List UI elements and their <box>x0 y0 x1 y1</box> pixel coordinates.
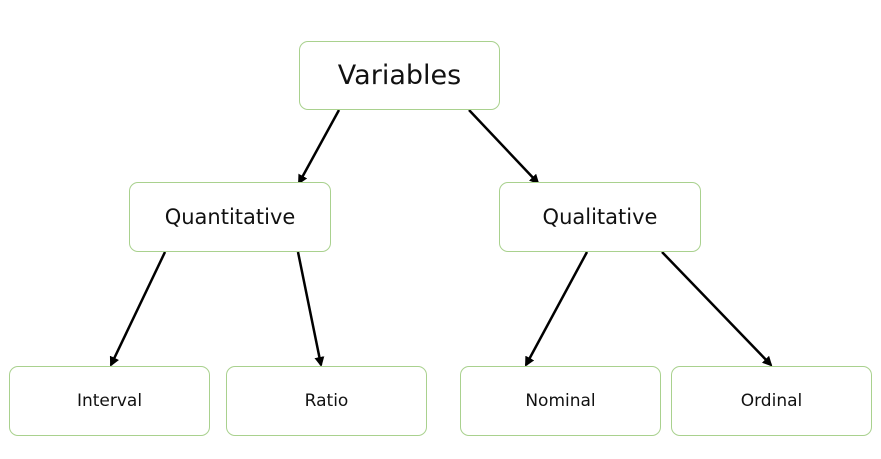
node-variables-label: Variables <box>337 60 462 91</box>
node-variables: Variables <box>299 41 500 110</box>
node-nominal: Nominal <box>460 366 661 436</box>
node-qualitative: Qualitative <box>499 182 701 252</box>
node-ratio-label: Ratio <box>304 391 349 411</box>
edge-qualitative-to-nominal <box>524 251 589 367</box>
node-ratio: Ratio <box>226 366 427 436</box>
node-ordinal-label: Ordinal <box>740 391 803 411</box>
edge-quantitative-to-ratio <box>296 251 325 367</box>
node-nominal-label: Nominal <box>525 391 596 411</box>
edge-variables-to-qualitative <box>468 109 540 185</box>
node-interval-label: Interval <box>76 391 143 411</box>
edge-variables-to-quantitative <box>297 109 341 185</box>
node-quantitative: Quantitative <box>129 182 331 252</box>
edge-qualitative-to-ordinal <box>661 251 773 367</box>
edge-quantitative-to-interval <box>109 251 167 367</box>
node-interval: Interval <box>9 366 210 436</box>
node-ordinal: Ordinal <box>671 366 872 436</box>
node-qualitative-label: Qualitative <box>542 205 658 229</box>
node-quantitative-label: Quantitative <box>164 205 296 229</box>
